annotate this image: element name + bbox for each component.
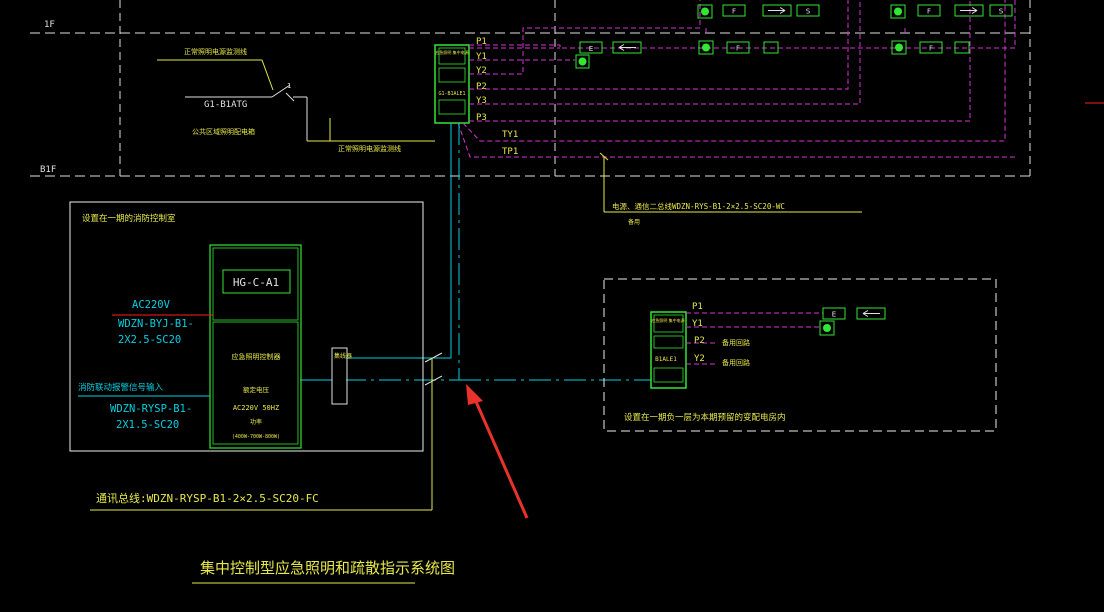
comm-cable-top-leader: [599, 152, 862, 213]
circuit-p3: P3: [476, 113, 487, 123]
fixture-lamp-y1[interactable]: [575, 54, 590, 69]
normal-supply-label: 正常照明电源监测线: [184, 47, 247, 56]
circuit-tp1: TP1: [502, 147, 518, 157]
right-circuit-p2: P2: [694, 336, 705, 346]
power-cable-2: 2X2.5-SC20: [118, 334, 181, 346]
comm-cable-top-sub: 备用: [628, 218, 640, 226]
fixture-flow-4-label: F: [929, 45, 933, 53]
comm-bus-lines: [78, 123, 651, 397]
right-circuit-y1: Y1: [692, 319, 703, 329]
control-room-frame: [69, 201, 424, 452]
repeater-box[interactable]: [331, 347, 348, 405]
arrow-sign-p1[interactable]: [612, 41, 642, 54]
breaker-id: G1-B1ATG: [204, 100, 247, 110]
right-circuit-p1: P1: [692, 302, 703, 312]
circuit-ty1: TY1: [502, 130, 518, 140]
right-area-note: 设置在一期负一层为本期预留的变配电房内: [624, 412, 786, 423]
rated-voltage: AC220V 50HZ: [233, 404, 279, 412]
control-room-title: 设置在一期的消防控制室: [82, 213, 176, 224]
circuit-y2: Y2: [476, 66, 487, 76]
panel-right-circuits: [686, 312, 823, 365]
power-label: 功率: [250, 418, 262, 426]
tap-lines: [457, 0, 1015, 158]
panel-top[interactable]: [434, 44, 470, 124]
panel-right[interactable]: [650, 311, 687, 389]
fixture-safe-2[interactable]: [989, 4, 1013, 17]
circuit-p2: P2: [476, 82, 487, 92]
right-area-frame: [603, 278, 997, 432]
right-fixture-exit[interactable]: [822, 307, 846, 320]
circuit-p1: P1: [476, 37, 487, 47]
floor-lines: [30, 0, 1031, 177]
panel-right-header: 应急照明 集中电源: [651, 317, 684, 323]
signal-cable-1: WDZN-RYSP-B1-: [110, 403, 192, 415]
linkage-input-label: 消防联动报警信号输入: [78, 382, 164, 393]
panel-top-circuits: [469, 0, 1016, 122]
right-fixture-lamp[interactable]: [819, 320, 835, 336]
fixture-lamp-y2-a[interactable]: [697, 4, 713, 19]
power-value: (400W-700W-800W): [232, 434, 280, 440]
fixture-lamp-y2-b[interactable]: [698, 40, 714, 55]
right-circuit-y2: Y2: [694, 354, 705, 364]
drawing-title: 集中控制型应急照明和疏散指示系统图: [200, 559, 455, 577]
circuit-y3: Y3: [476, 96, 487, 106]
fixture-flow-3-label: F: [927, 8, 931, 16]
arrow-sign-5[interactable]: [954, 41, 970, 54]
arrow-sign-4[interactable]: [954, 4, 984, 17]
repeater-label: 集线器: [334, 352, 352, 360]
fixture-lamp-p2-a[interactable]: [890, 4, 906, 19]
public-area-label: 公共区域照明配电箱: [192, 127, 255, 136]
bus-label: 通讯总线:WDZN-RYSP-B1-2×2.5-SC20-FC: [96, 491, 319, 505]
annotation-arrow: [466, 384, 529, 519]
fixture-safe-1-label: S: [806, 8, 811, 16]
rated-voltage-label: 额定电压: [243, 385, 270, 394]
fixture-flow-1[interactable]: [722, 4, 746, 17]
fixture-exit-p1[interactable]: [579, 41, 603, 54]
panel-top-id: G1-B1ALE1: [438, 91, 465, 97]
fixture-safe-2-label: S: [999, 8, 1004, 16]
signal-cable-2: 2X1.5-SC20: [116, 419, 179, 431]
fixture-exit-p1-label: E: [589, 45, 593, 53]
arrow-sign-2[interactable]: [762, 4, 792, 17]
comm-cable-top-label: 电源、通信二总线WDZN-RYS-B1-2×2.5-SC20-WC: [612, 201, 785, 211]
controller-id: HG-C-A1: [233, 276, 279, 289]
right-arrow-sign[interactable]: [856, 307, 886, 320]
fixture-flow-4[interactable]: [919, 41, 943, 54]
controller-cabinet[interactable]: [209, 244, 302, 449]
fixture-flow-1-label: F: [732, 8, 736, 16]
right-fixture-exit-label: E: [832, 311, 836, 319]
panel-top-header: 应急照明 集中电源: [435, 49, 468, 55]
bus-tick-1: [424, 352, 443, 363]
monitor-line-label: 正常照明电源监测线: [338, 144, 401, 153]
panel-right-id: B1ALE1: [655, 356, 677, 363]
power-cable-1: WDZN-BYJ-B1-: [118, 318, 194, 330]
floor-label-1f: 1F: [44, 20, 55, 30]
controller-name: 应急照明控制器: [232, 352, 281, 361]
bus-tick-2: [424, 375, 443, 386]
fixture-flow-3[interactable]: [917, 4, 941, 17]
spare-circuit-2: 备用回路: [722, 358, 750, 367]
circuit-y1: Y1: [476, 52, 487, 62]
fixture-flow-2-label: F: [736, 45, 740, 53]
spare-circuit-1: 备用回路: [722, 338, 750, 347]
fixture-flow-2[interactable]: [726, 41, 750, 54]
power-supply-label: AC220V: [132, 299, 171, 311]
fixture-safe-1[interactable]: [796, 4, 820, 17]
fixture-lamp-p2-b[interactable]: [891, 40, 907, 55]
switch-number: 1: [287, 82, 291, 90]
arrow-sign-3[interactable]: [763, 41, 779, 54]
floor-label-b1f: B1F: [40, 165, 56, 175]
supply-monitor-group: [157, 59, 435, 142]
